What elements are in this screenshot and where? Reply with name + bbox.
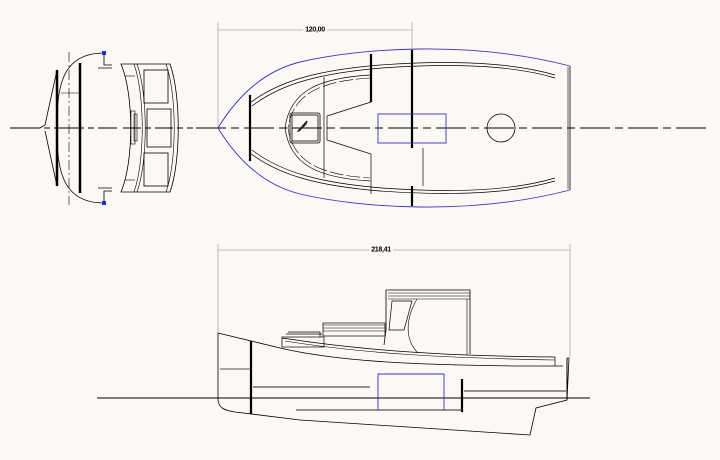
front-view	[10, 51, 193, 205]
side-view	[97, 244, 590, 436]
plan-width-dimension-label: 120,00	[303, 26, 327, 34]
plan-view	[196, 22, 710, 208]
side-length-dimension-label: 218,41	[369, 246, 393, 254]
